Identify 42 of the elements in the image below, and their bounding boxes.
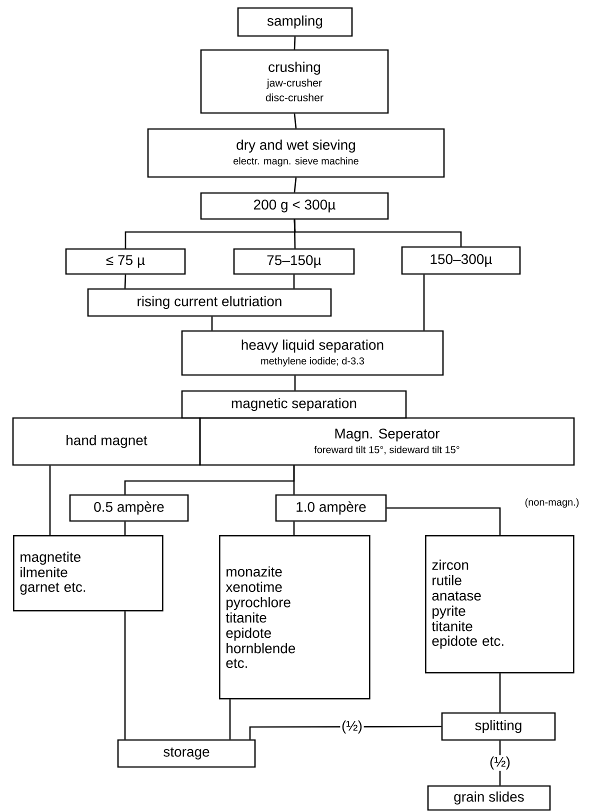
process-box: dry and wet sieving electr. magn. sieve machine xyxy=(147,128,445,178)
current-box: 0.5 ampère xyxy=(69,494,189,522)
process-box: grain slides xyxy=(427,785,551,811)
connector-line xyxy=(499,740,501,786)
connector-line xyxy=(294,376,296,390)
fraction-box: ≤ 75 µ xyxy=(65,248,186,275)
connector-line xyxy=(124,522,126,535)
connector-line xyxy=(49,466,51,535)
connector-line xyxy=(294,220,462,246)
process-box: heavy liquid separation methylene iodide; d-3.3 xyxy=(181,330,444,376)
process-box: crushing jaw-crusher disc-crusher xyxy=(200,49,389,114)
edge-label: (½) xyxy=(488,755,512,771)
connector-line xyxy=(293,466,295,494)
process-box: sampling xyxy=(237,7,353,37)
process-box: splitting xyxy=(441,712,556,741)
mineral-list-box: magnetite ilmenite garnet etc. xyxy=(13,535,164,612)
connector-line xyxy=(293,274,295,288)
process-box: magnetic separation xyxy=(181,390,407,419)
connector-line xyxy=(124,274,126,288)
fraction-box: 150–300µ xyxy=(401,246,521,275)
connector-line xyxy=(293,522,295,535)
connector-line xyxy=(229,699,231,740)
mineral-list-box: zircon rutile anatase pyrite titanite epidote etc. xyxy=(425,535,574,674)
connector-line xyxy=(423,274,425,330)
connector-line xyxy=(249,726,442,740)
connector-line xyxy=(499,673,501,712)
connector-line xyxy=(294,114,297,128)
current-box: 1.0 ampère xyxy=(275,494,387,522)
process-box: storage xyxy=(117,739,256,768)
fraction-box: 75–150µ xyxy=(233,248,355,275)
sample-box: 200 g < 300µ xyxy=(200,192,389,220)
mineral-list-box: monazite xenotime pyrochlore titanite epidote hornblende etc. xyxy=(219,535,370,700)
process-box: Magn. Seperator foreward tilt 15°, sideward tilt 15° xyxy=(199,417,575,466)
connector-line xyxy=(294,36,296,50)
connector-line xyxy=(211,316,213,330)
process-box: rising current elutriation xyxy=(87,288,332,317)
connector-line xyxy=(294,178,297,192)
edge-label: (½) xyxy=(340,719,364,735)
edge-label: (non-magn.) xyxy=(525,498,579,508)
connector-line xyxy=(124,611,126,740)
connector-line xyxy=(386,507,501,535)
process-box: hand magnet xyxy=(12,417,201,466)
